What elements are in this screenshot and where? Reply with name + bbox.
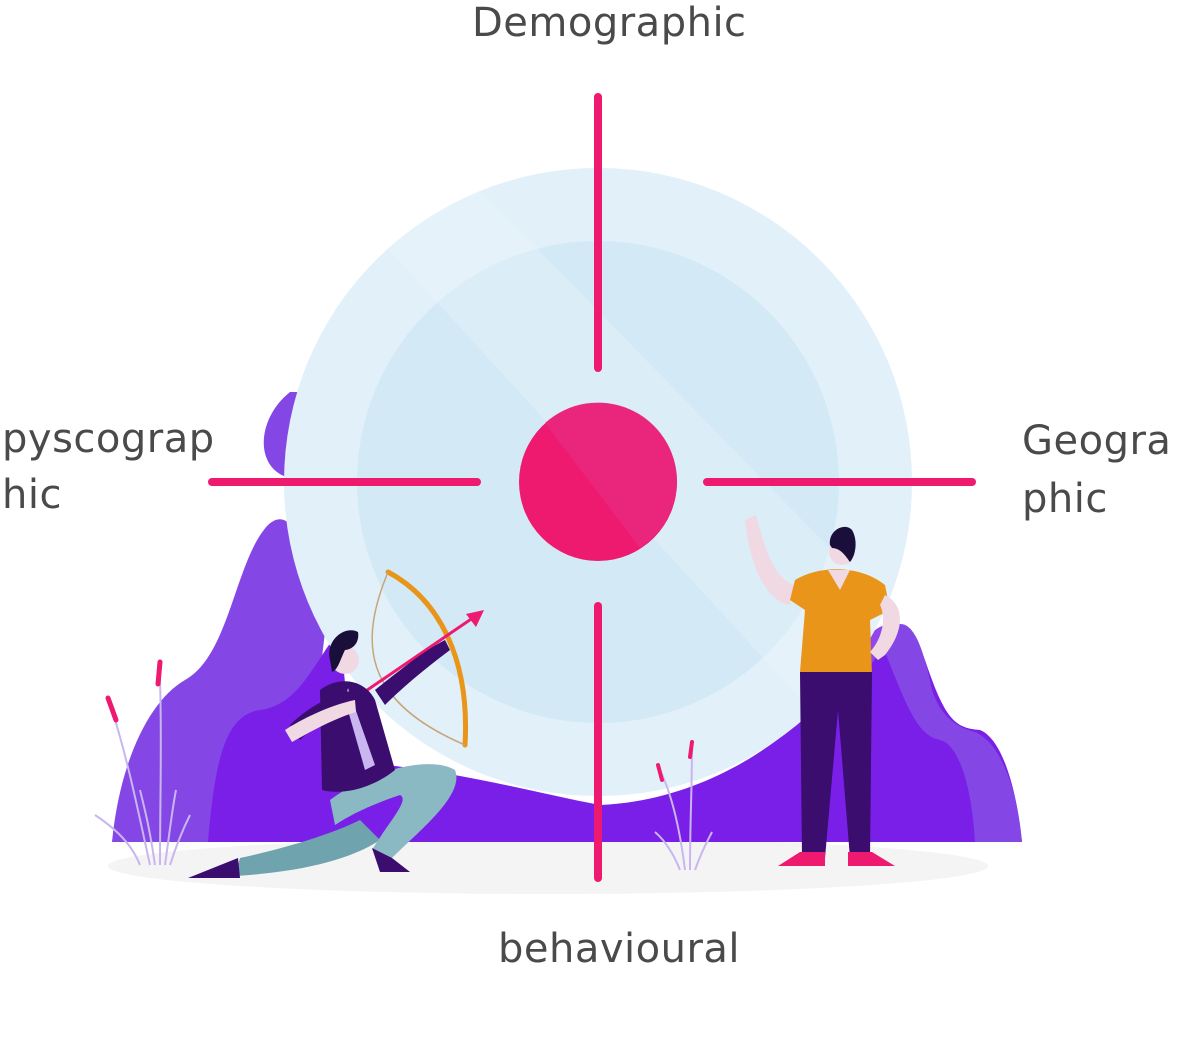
archer-figure — [188, 569, 484, 878]
bow — [385, 569, 469, 748]
cattail-plant-middle — [654, 740, 713, 871]
pointing-person-figure — [745, 515, 900, 866]
label-geographic-line2: phic — [1022, 476, 1108, 522]
crosshair — [208, 93, 976, 882]
label-geographic-line1: Geogra — [1022, 418, 1172, 464]
cattail-plant-left — [94, 659, 191, 866]
label-psychographic-line1: pyscograp — [2, 416, 215, 462]
label-demographic: Demographic — [472, 0, 747, 46]
arrow — [359, 611, 481, 697]
label-behavioural: behavioural — [498, 926, 741, 972]
label-psychographic-line2: hic — [2, 472, 62, 518]
